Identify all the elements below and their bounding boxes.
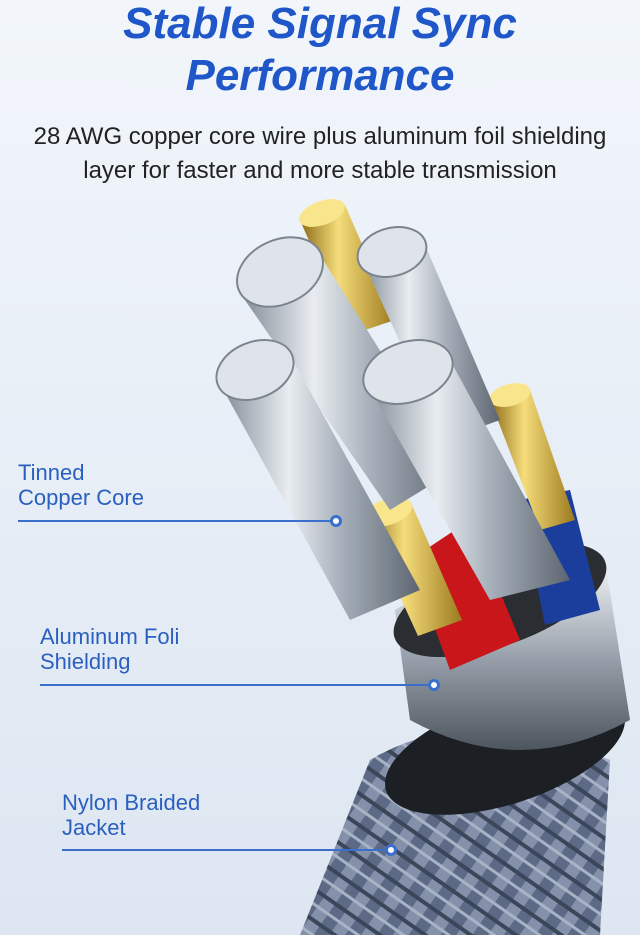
callout-marker-1 bbox=[330, 515, 342, 527]
callout-label-aluminum-shielding: Aluminum Foli Shielding bbox=[40, 624, 179, 674]
callout-3-line-1: Nylon Braided bbox=[62, 790, 201, 815]
subtitle-line-1: 28 AWG copper core wire plus aluminum fo… bbox=[33, 123, 607, 150]
callout-marker-3 bbox=[385, 844, 397, 856]
callout-label-nylon-jacket: Nylon Braided Jacket bbox=[62, 790, 200, 840]
callout-1-line-2: Copper Core bbox=[18, 485, 144, 510]
page-title: Stable Signal Sync Performance bbox=[0, 0, 640, 102]
callout-marker-2 bbox=[428, 679, 440, 691]
callout-2-line-2: Shielding bbox=[40, 649, 131, 674]
callout-leader-line-1 bbox=[18, 520, 333, 522]
callout-2-line-1: Aluminum Foli bbox=[40, 624, 180, 649]
callout-1-line-1: Tinned bbox=[18, 460, 85, 485]
title-line-1: Stable Signal Sync bbox=[123, 0, 517, 48]
subtitle-line-2: layer for faster and more stable transmi… bbox=[83, 157, 557, 184]
callout-leader-line-2 bbox=[40, 684, 430, 686]
callout-label-tinned-copper-core: Tinned Copper Core bbox=[18, 460, 144, 510]
callout-3-line-2: Jacket bbox=[62, 815, 126, 840]
page-subtitle: 28 AWG copper core wire plus aluminum fo… bbox=[0, 120, 640, 188]
red-wire bbox=[410, 520, 520, 670]
title-line-2: Performance bbox=[185, 51, 455, 100]
callout-leader-line-3 bbox=[62, 849, 387, 851]
